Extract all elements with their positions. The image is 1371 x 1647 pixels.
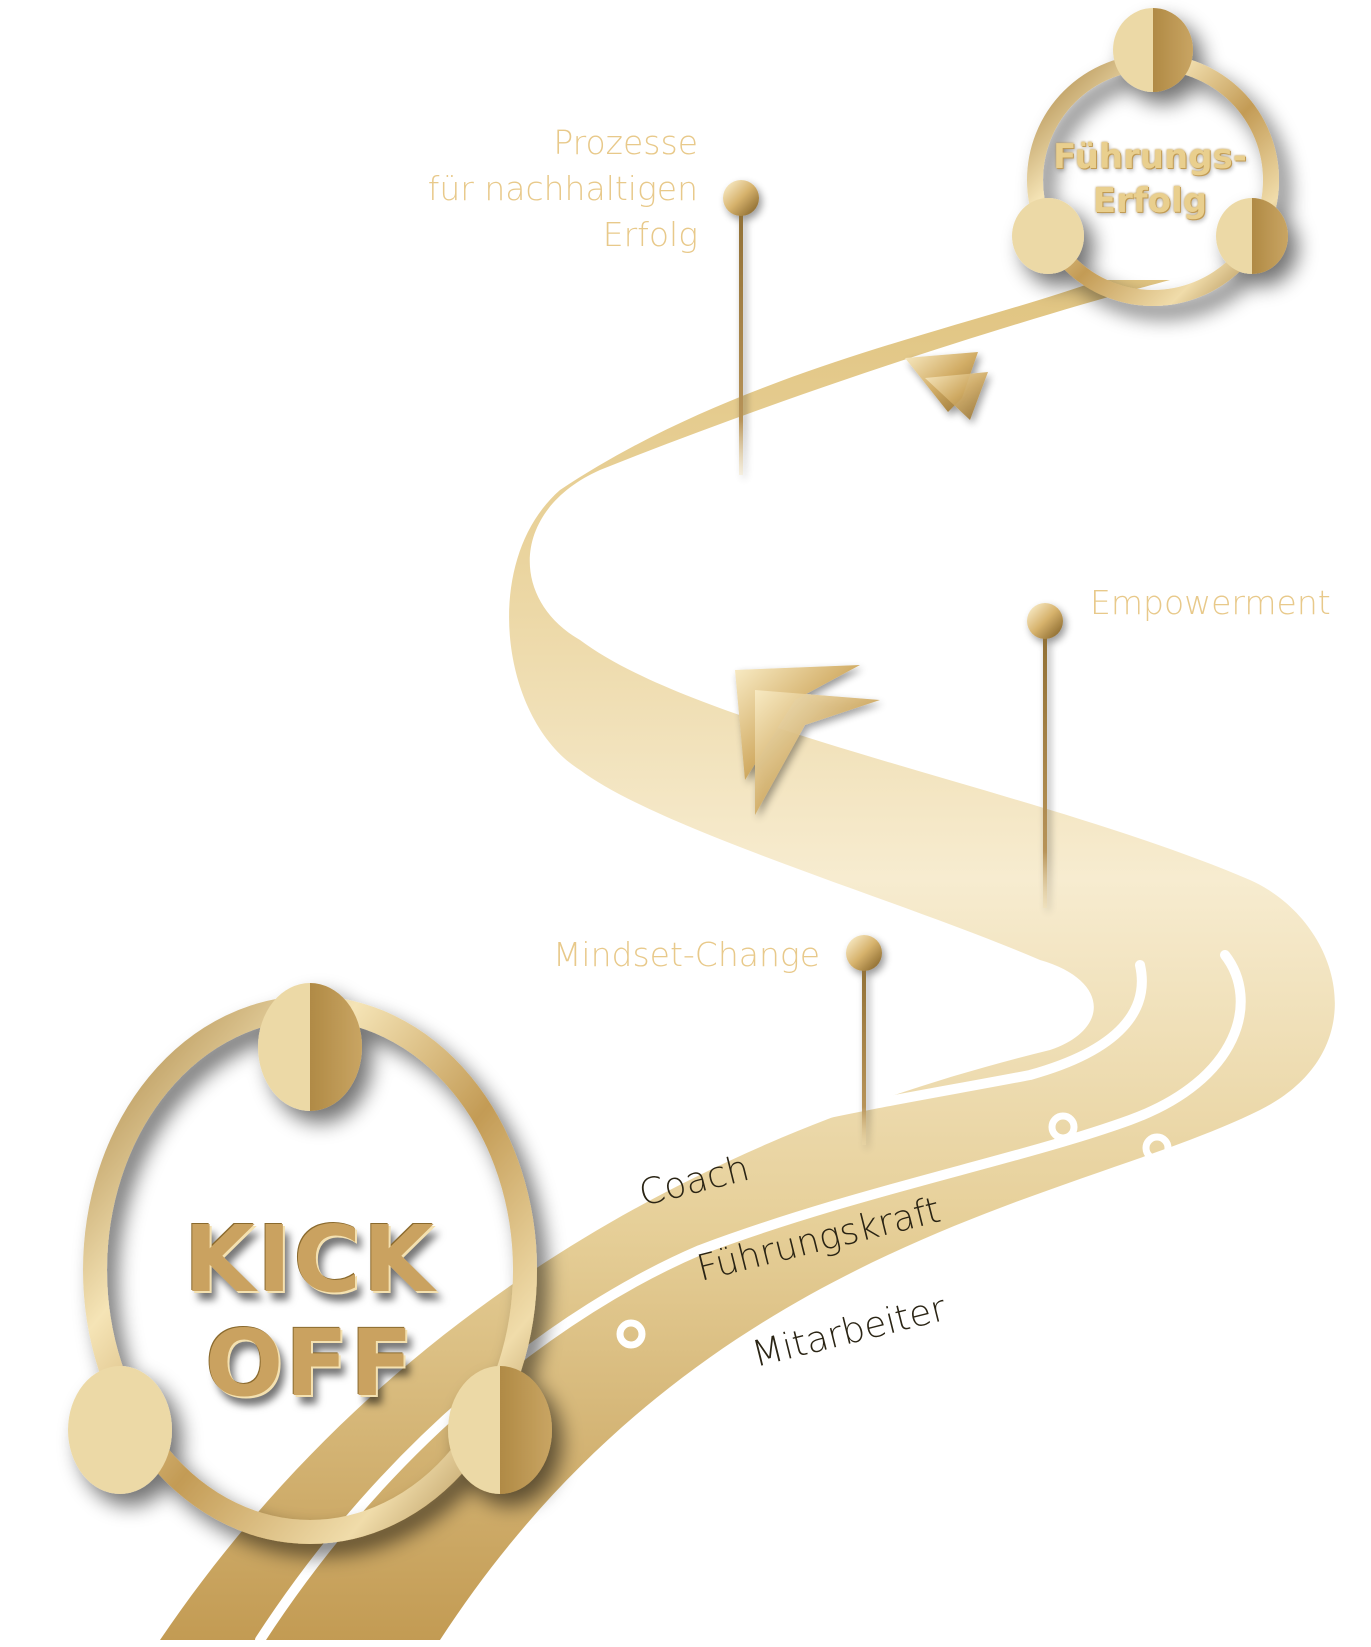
- map-pin-icon: [723, 180, 759, 475]
- map-pin-icon: [846, 935, 882, 1145]
- lane-divider-lower: [255, 950, 1246, 1645]
- map-pin-icon: [1027, 603, 1063, 908]
- puzzle-knob: [1142, 1133, 1172, 1163]
- road: [160, 280, 1335, 1640]
- milestone-prozesse: Prozesse für nachhaltigen Erfolg: [427, 123, 698, 254]
- goal-title: Führungs- Erfolg: [1053, 137, 1247, 221]
- people-ring-icon: [68, 983, 552, 1544]
- milestone-mindset: Mindset-Change: [552, 935, 820, 974]
- chevron-arrow-icon: [735, 665, 880, 815]
- puzzle-knob: [616, 1319, 646, 1349]
- people-ring-icon: [1012, 8, 1288, 306]
- puzzle-knob: [558, 1201, 588, 1231]
- start-title: KICK OFF: [183, 1206, 437, 1417]
- chevron-arrow-icon: [905, 352, 988, 420]
- lane-divider-upper: [180, 960, 1147, 1595]
- milestone-empowerment: Empowerment: [1090, 583, 1331, 622]
- puzzle-knob: [1048, 1112, 1078, 1142]
